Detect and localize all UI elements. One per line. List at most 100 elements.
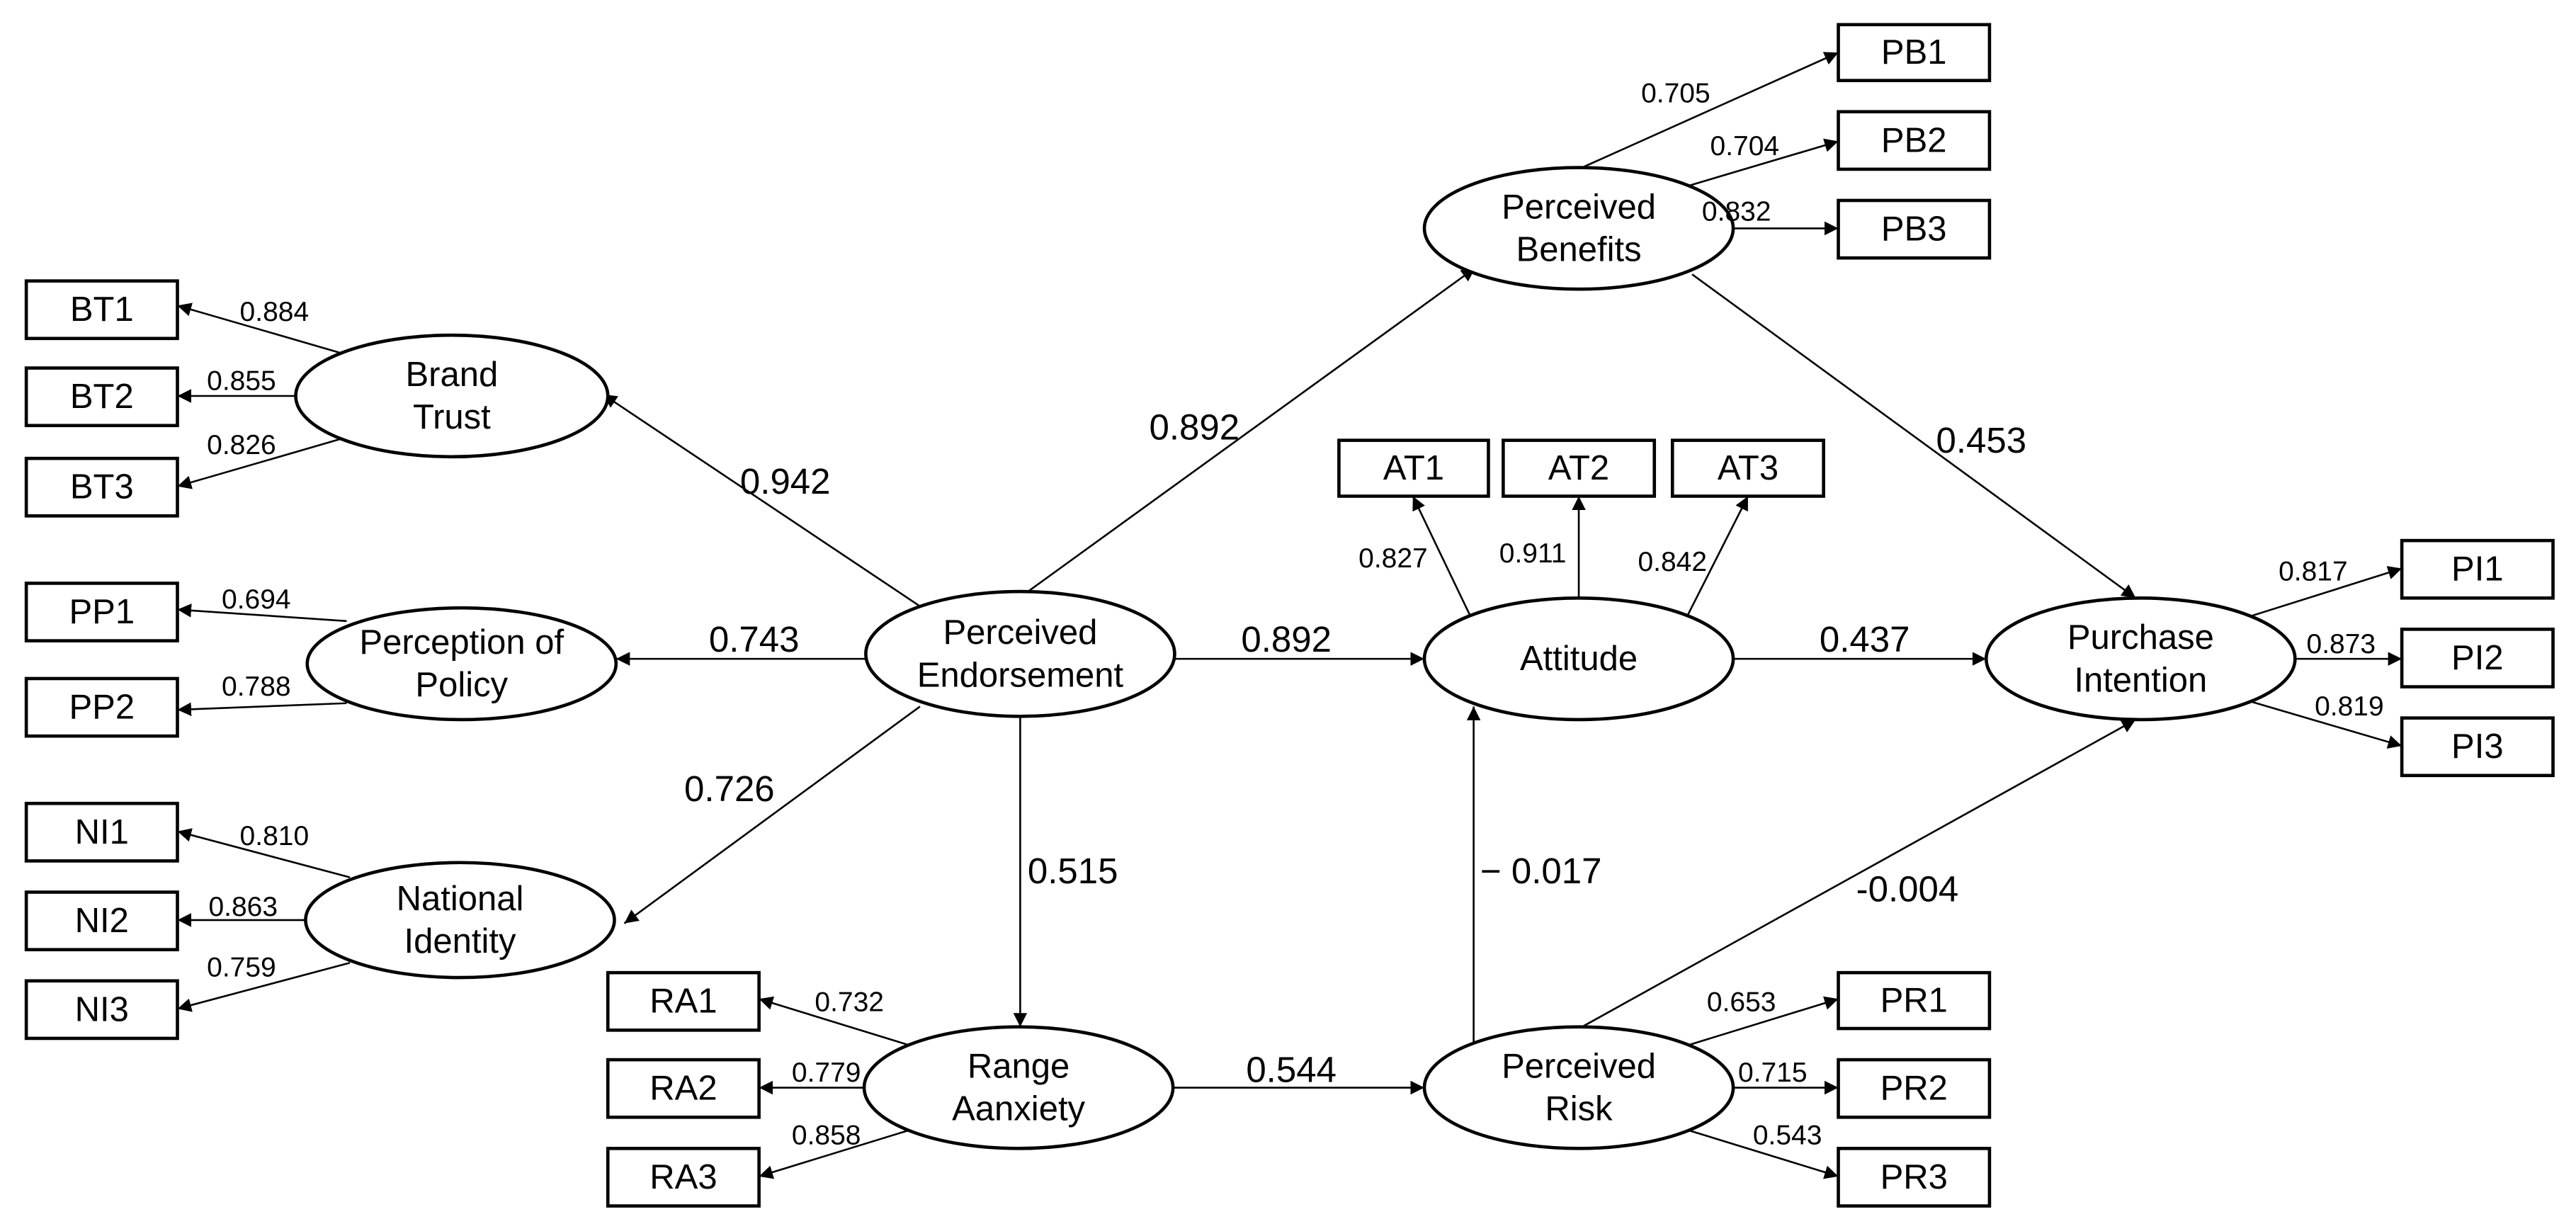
loading-value-ra2: 0.779 — [792, 1058, 861, 1088]
indicator-ni2: NI2 — [24, 890, 179, 951]
loading-arrow-ra1 — [759, 996, 909, 1046]
indicator-box — [24, 456, 179, 518]
indicator-box — [24, 582, 179, 642]
indicator-box — [1837, 1147, 1992, 1208]
loading-arrow-pp1 — [177, 604, 347, 623]
construct-label: Purchase — [2067, 618, 2214, 657]
construct-label: Endorsement — [917, 656, 1124, 694]
construct-label: Risk — [1545, 1090, 1613, 1128]
loading-arrow-ni3 — [177, 961, 351, 1012]
loading-arrow-pb1 — [1582, 52, 1839, 169]
indicator-bt1: BT1 — [24, 279, 179, 341]
indicator-label: PB2 — [1881, 121, 1947, 159]
construct-label: National — [397, 880, 524, 918]
indicator-label: PB3 — [1881, 210, 1947, 249]
loading-arrow-bt3 — [177, 438, 342, 489]
loading-arrow-at3 — [1686, 495, 1749, 617]
indicator-label: PB1 — [1881, 33, 1947, 72]
loading-value-ra1: 0.732 — [815, 987, 884, 1017]
indicator-pr3: PR3 — [1837, 1147, 1992, 1208]
indicator-label: BT3 — [70, 468, 134, 506]
path-coefficient-pe-to-ni: 0.726 — [684, 769, 775, 809]
indicator-box — [606, 970, 761, 1032]
indicator-box — [1502, 438, 1657, 498]
indicator-label: NI2 — [75, 902, 129, 940]
construct-label: Trust — [413, 398, 491, 436]
indicator-pi1: PI1 — [2400, 538, 2555, 600]
indicator-at3: AT3 — [1670, 438, 1825, 498]
indicator-pr2: PR2 — [1837, 1058, 1992, 1119]
indicator-box — [1670, 438, 1825, 498]
indicator-ra2: RA2 — [606, 1058, 761, 1119]
indicator-label: PP1 — [69, 593, 135, 631]
path-coefficient-pe-to-ra: 0.515 — [1028, 851, 1118, 891]
indicator-pp1: PP1 — [24, 582, 179, 642]
indicator-box — [606, 1058, 761, 1119]
indicator-label: PP2 — [69, 688, 135, 727]
path-coefficient-pr-to-at: − 0.017 — [1480, 851, 1602, 891]
loading-value-ni3: 0.759 — [207, 953, 276, 983]
indicator-box — [24, 279, 179, 341]
indicator-box — [24, 890, 179, 951]
construct-label: Perception of — [359, 623, 564, 662]
path-coefficient-at-to-pi: 0.437 — [1820, 619, 1910, 659]
loading-value-pp2: 0.788 — [222, 672, 291, 702]
indicator-pi2: PI2 — [2400, 628, 2555, 688]
loading-value-bt3: 0.826 — [207, 430, 276, 460]
indicator-box — [2400, 628, 2555, 688]
construct-ellipse — [1422, 166, 1735, 291]
indicator-box — [2400, 716, 2555, 778]
loading-arrow-pr1 — [1689, 996, 1839, 1046]
indicator-label: AT2 — [1548, 449, 1609, 487]
indicator-ra1: RA1 — [606, 970, 761, 1032]
path-arrow-pe-to-pb — [1023, 267, 1476, 596]
path-coefficient-pe-to-pb: 0.892 — [1149, 407, 1239, 448]
indicator-box — [1337, 438, 1490, 498]
indicator-box — [1837, 23, 1992, 82]
path-coefficient-pe-to-at: 0.892 — [1241, 619, 1332, 659]
indicator-label: BT1 — [70, 290, 134, 329]
indicator-pb3: PB3 — [1837, 198, 1992, 260]
path-arrow-pb-to-pi — [1691, 273, 2137, 599]
indicator-label: RA1 — [649, 982, 717, 1021]
indicator-pr1: PR1 — [1837, 970, 1992, 1031]
loading-arrow-pi1 — [2250, 566, 2402, 618]
loading-value-pp1: 0.694 — [222, 584, 291, 615]
indicator-box — [2400, 538, 2555, 600]
indicator-box — [24, 979, 179, 1041]
loading-value-pi2: 0.873 — [2307, 629, 2376, 659]
construct-label: Intention — [2074, 661, 2207, 699]
loading-value-pr1: 0.653 — [1707, 987, 1776, 1017]
loading-value-at3: 0.842 — [1638, 547, 1707, 577]
loading-arrow-pr3 — [1689, 1129, 1839, 1179]
indicator-label: NI1 — [75, 813, 129, 851]
loading-arrow-ra3 — [759, 1129, 909, 1179]
construct-label: Range — [968, 1047, 1069, 1085]
loading-value-bt2: 0.855 — [207, 366, 276, 397]
indicator-label: AT1 — [1383, 449, 1444, 487]
construct-label: Perceived — [943, 613, 1097, 652]
construct-label: Attitude — [1520, 640, 1638, 678]
loading-value-ni1: 0.810 — [240, 821, 310, 851]
construct-label: Aanxiety — [952, 1090, 1085, 1128]
indicator-label: RA3 — [649, 1158, 717, 1196]
construct-perception-of-policy: Perception of Policy — [305, 606, 618, 722]
loading-arrow-bt1 — [177, 302, 342, 354]
indicator-label: PR2 — [1880, 1070, 1948, 1108]
indicator-box — [1837, 110, 1992, 171]
loading-value-ra3: 0.858 — [792, 1120, 861, 1150]
loading-value-bt1: 0.884 — [240, 297, 310, 327]
indicator-bt2: BT2 — [24, 366, 179, 428]
loading-value-at1: 0.827 — [1358, 543, 1428, 574]
construct-label: Policy — [415, 666, 508, 704]
indicator-pi3: PI3 — [2400, 716, 2555, 778]
indicator-pb1: PB1 — [1837, 23, 1992, 82]
loading-value-pb2: 0.704 — [1710, 131, 1780, 162]
construct-label: Benefits — [1516, 231, 1642, 269]
path-arrow-pe-to-bt — [602, 393, 921, 607]
loading-value-pr2: 0.715 — [1738, 1058, 1808, 1088]
